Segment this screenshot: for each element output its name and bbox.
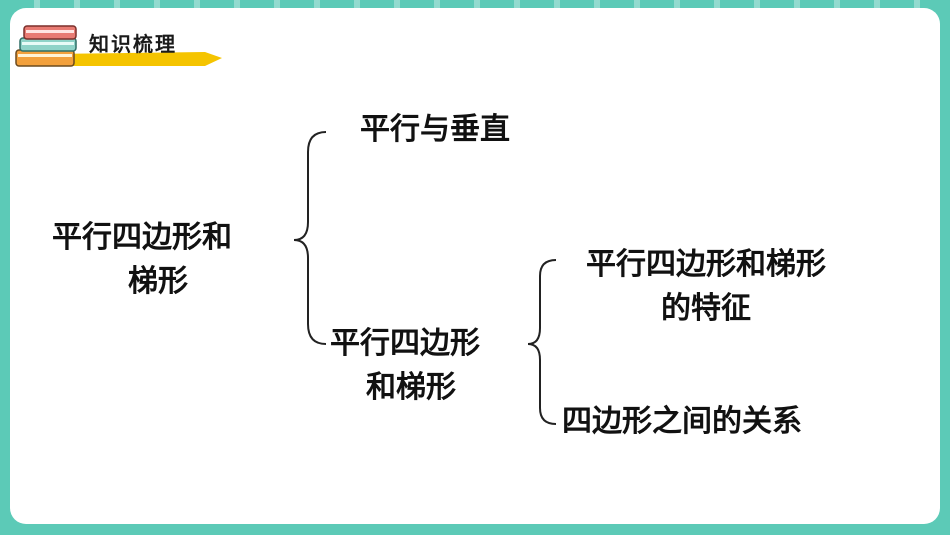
main-brace <box>293 131 327 345</box>
branch-bottom-node: 平行四边形 和梯形 <box>330 322 480 410</box>
books-icon <box>15 25 77 67</box>
top-decoration <box>0 0 950 10</box>
branch-bottom-line2: 和梯形 <box>366 370 456 405</box>
leaf-top-line2: 的特征 <box>661 291 751 326</box>
leaf-top-node: 平行四边形和梯形 的特征 <box>586 243 826 331</box>
content-card <box>10 8 940 524</box>
leaf-bottom-node: 四边形之间的关系 <box>562 404 802 439</box>
section-title: 知识梳理 <box>89 32 177 56</box>
root-node-line2: 梯形 <box>128 264 188 299</box>
section-header-badge <box>15 25 222 67</box>
branch-bottom-line1: 平行四边形 <box>330 326 480 361</box>
sub-brace <box>527 259 557 425</box>
leaf-top-line1: 平行四边形和梯形 <box>586 247 826 282</box>
root-node-line1: 平行四边形和 <box>52 220 232 255</box>
root-node: 平行四边形和 梯形 <box>52 216 232 304</box>
branch-top-node: 平行与垂直 <box>360 112 510 147</box>
